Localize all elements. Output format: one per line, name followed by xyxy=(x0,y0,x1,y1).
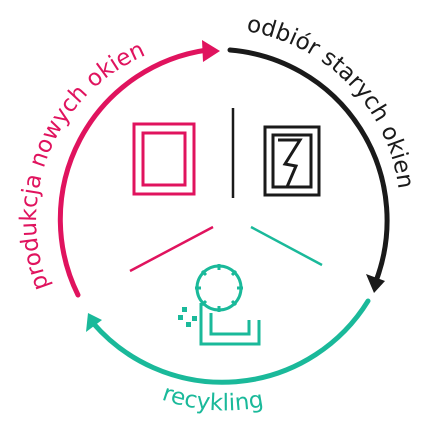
right-divider xyxy=(250,225,323,267)
magenta-arrowhead xyxy=(202,40,220,62)
svg-text:recykling: recykling xyxy=(159,380,265,416)
black-arrowhead xyxy=(366,274,385,293)
svg-text:produkcja nowych okien: produkcja nowych okien xyxy=(16,37,149,294)
old-windows-label: odbiór starych okien xyxy=(245,11,419,190)
recycling-gear-icon xyxy=(178,264,261,346)
svg-text:odbiór starych okien: odbiór starych okien xyxy=(245,11,419,190)
black-arc-arrow xyxy=(227,47,390,284)
left-divider xyxy=(129,225,214,273)
magenta-arc-arrow xyxy=(57,47,210,298)
new-windows-label: produkcja nowych okien xyxy=(16,37,149,294)
teal-arrowhead xyxy=(86,313,102,332)
new-window-icon xyxy=(132,122,196,196)
broken-window-icon xyxy=(263,125,321,197)
teal-arc-arrow xyxy=(90,298,371,385)
recycling-label: recykling xyxy=(159,380,265,416)
